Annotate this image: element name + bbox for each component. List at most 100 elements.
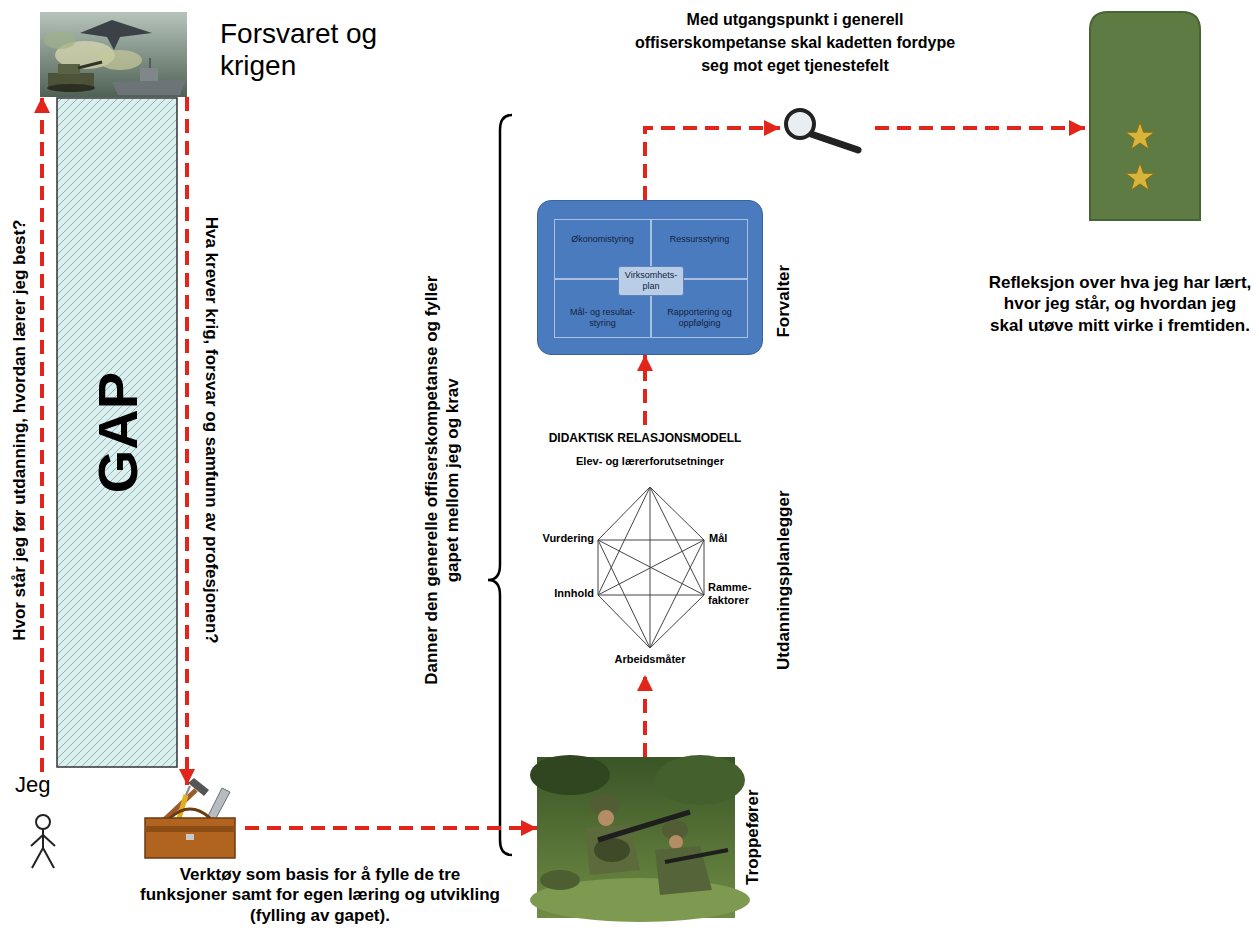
gap-hatch: [57, 98, 177, 767]
management-panel: ForvalterØkonomistyringRessursstyringMål…: [537, 200, 763, 355]
relation-model-lines: [650, 595, 704, 648]
toolbox: Verktøy som basis for å fylle de tre fun…: [135, 785, 245, 860]
bracket-note: Danner den generelle offiserskompetanse …: [421, 265, 464, 695]
node-text: Forsvaret og krigen: [220, 18, 380, 82]
stick-figure: [36, 815, 50, 829]
military-collage: [140, 68, 158, 81]
toolbox-picture: [186, 834, 194, 840]
toolbox-picture: [145, 818, 235, 858]
edge-label: Hva krever krig, forsvar og samfunn av p…: [200, 217, 220, 644]
node-text: DIDAKTISK RELASJONSMODELL: [520, 431, 770, 445]
node-text: Vurdering: [522, 532, 594, 545]
node-text: Jeg: [15, 772, 70, 798]
relation-model-lines: [650, 540, 704, 648]
troop-photo: [540, 870, 580, 890]
relation-model-lines: [598, 595, 650, 648]
node-text: Mål- og resultat- styring: [559, 307, 646, 329]
gap-hatch: [57, 98, 177, 767]
military-collage: [47, 84, 95, 92]
military-collage: [78, 62, 102, 68]
dashed-arrow: [245, 826, 537, 830]
military-collage: [40, 12, 187, 97]
relation-model-lines: [704, 540, 705, 595]
epaulette-picture: [1090, 12, 1200, 220]
military-collage: [80, 20, 152, 50]
node-text: Arbeidsmåter: [575, 653, 725, 666]
node-text: Ressursstyring: [670, 234, 730, 245]
magnifier-picture: [786, 110, 858, 150]
toolbox-picture: [162, 790, 196, 822]
center-box: Virksomhets- plan: [618, 266, 684, 296]
node-text: Virksomhets- plan: [621, 270, 681, 292]
toolbox-picture: [145, 778, 235, 858]
relation-model-lines: [598, 540, 704, 541]
dashed-arrow: [643, 355, 647, 425]
node-text: Ramme- faktorer: [708, 581, 768, 606]
didactic-model: DIDAKTISK RELASJONSMODELL Elev- og lærerf…: [520, 425, 770, 675]
toolbox-picture: [170, 809, 210, 818]
military-collage: [44, 31, 76, 49]
troop-photo: [669, 835, 683, 849]
troop-photo: [598, 810, 614, 826]
magnifier-icon: Med utgangspunkt i generell offiserskomp…: [780, 105, 875, 155]
node-text: Elev- og lærerforutsetninger: [575, 455, 725, 468]
gap-band: GAP: [57, 98, 177, 767]
toolbox-picture: [186, 786, 190, 795]
relation-model-lines: [598, 540, 599, 595]
relation-model-lines: [598, 540, 704, 595]
relation-model-lines: [598, 487, 650, 595]
military-collage: [112, 79, 186, 95]
troop-photo: [530, 755, 750, 922]
troop-leader-photo: Troppefører: [537, 757, 735, 918]
relation-model-lines: [650, 487, 704, 540]
node-text: Rapportering og oppfølging: [656, 307, 743, 329]
dashed-arrow: [185, 97, 189, 785]
troop-photo: [655, 755, 745, 805]
epaulette-picture: [1126, 122, 1155, 149]
stick-figure: [43, 835, 55, 846]
dashed-arrow: [645, 128, 780, 200]
node-text: Troppefører: [742, 789, 762, 884]
node-text: GAP: [84, 371, 151, 492]
person-figure: Jeg: [15, 772, 70, 872]
node-text: Verktøy som basis for å fylle de tre fun…: [135, 865, 505, 926]
epaulette-picture: [1126, 163, 1155, 190]
node-text: Økonomistyring: [571, 234, 634, 245]
military-collage: [58, 64, 80, 74]
stick-figure: [31, 835, 43, 846]
node-text: Refleksjon over hva jeg har lært, hvor j…: [985, 272, 1255, 336]
troop-photo: [530, 755, 610, 795]
magnifier-picture: [786, 110, 814, 138]
node-text: Med utgangspunkt i generell offiserskomp…: [630, 8, 960, 78]
relation-model-lines: [650, 487, 704, 595]
epaulette-picture: [1090, 12, 1200, 220]
node-text: Forvalter: [774, 265, 794, 338]
relation-model-lines: [598, 487, 650, 540]
relation-model-lines: [598, 487, 704, 648]
curly-bracket: [488, 115, 512, 855]
stick-figure: [42, 829, 44, 848]
node-text: Utdanningsplanlegger: [773, 490, 793, 669]
military-collage: [98, 50, 142, 70]
relation-model-lines: [598, 540, 704, 595]
stick-figure: [43, 848, 54, 868]
edge-label: Hvor står jeg før utdanning, hvordan lær…: [10, 220, 30, 641]
stick-figure: [32, 848, 43, 868]
relation-model-lines: [598, 595, 704, 596]
dashed-arrow: [875, 126, 1085, 130]
dashed-arrow: [643, 675, 647, 757]
military-collage: [40, 12, 187, 97]
node-text: Innhold: [522, 587, 594, 600]
troop-photo: [665, 850, 728, 862]
epaulette: Refleksjon over hva jeg har lært, hvor j…: [1085, 10, 1205, 225]
stick-figure: [31, 815, 55, 868]
toolbox-picture: [145, 826, 235, 832]
curly-bracket: [488, 115, 512, 855]
toolbox-picture: [188, 778, 209, 796]
node-text: Mål: [709, 532, 759, 545]
relation-model-lines: [598, 540, 650, 648]
magnifier-picture: [811, 134, 858, 150]
